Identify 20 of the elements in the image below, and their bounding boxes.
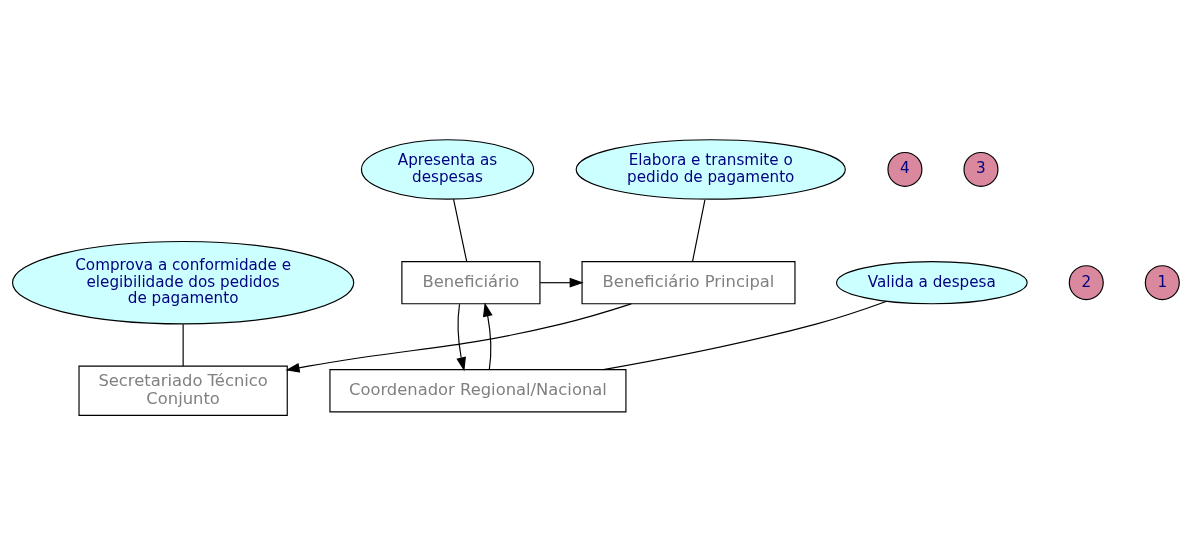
node-ellipse: Valida a despesa <box>835 260 1028 304</box>
connector <box>182 323 184 367</box>
node-circle: 3 <box>963 151 999 187</box>
node-box: Beneficiário <box>401 260 541 304</box>
connector <box>602 300 887 370</box>
arrow <box>483 302 493 370</box>
node-ellipse: Apresenta as despesas <box>360 138 535 200</box>
arrow <box>539 277 584 288</box>
connector <box>452 198 468 262</box>
node-ellipse: Comprova a conformidade e elegibilidade dos pedidos de pagamento <box>11 240 355 324</box>
arrow <box>285 302 632 373</box>
node-ellipse: Elabora e transmite o pedido de pagamento <box>575 138 846 200</box>
node-circle: 1 <box>1144 264 1180 300</box>
node-circle: 2 <box>1068 264 1104 300</box>
connector <box>691 198 706 262</box>
arrow <box>456 303 466 371</box>
node-box: Coordenador Regional/Nacional <box>329 368 627 412</box>
node-circle: 4 <box>887 151 923 187</box>
node-box: Beneficiário Principal <box>581 260 796 304</box>
node-box: Secretariado Técnico Conjunto <box>78 365 288 416</box>
